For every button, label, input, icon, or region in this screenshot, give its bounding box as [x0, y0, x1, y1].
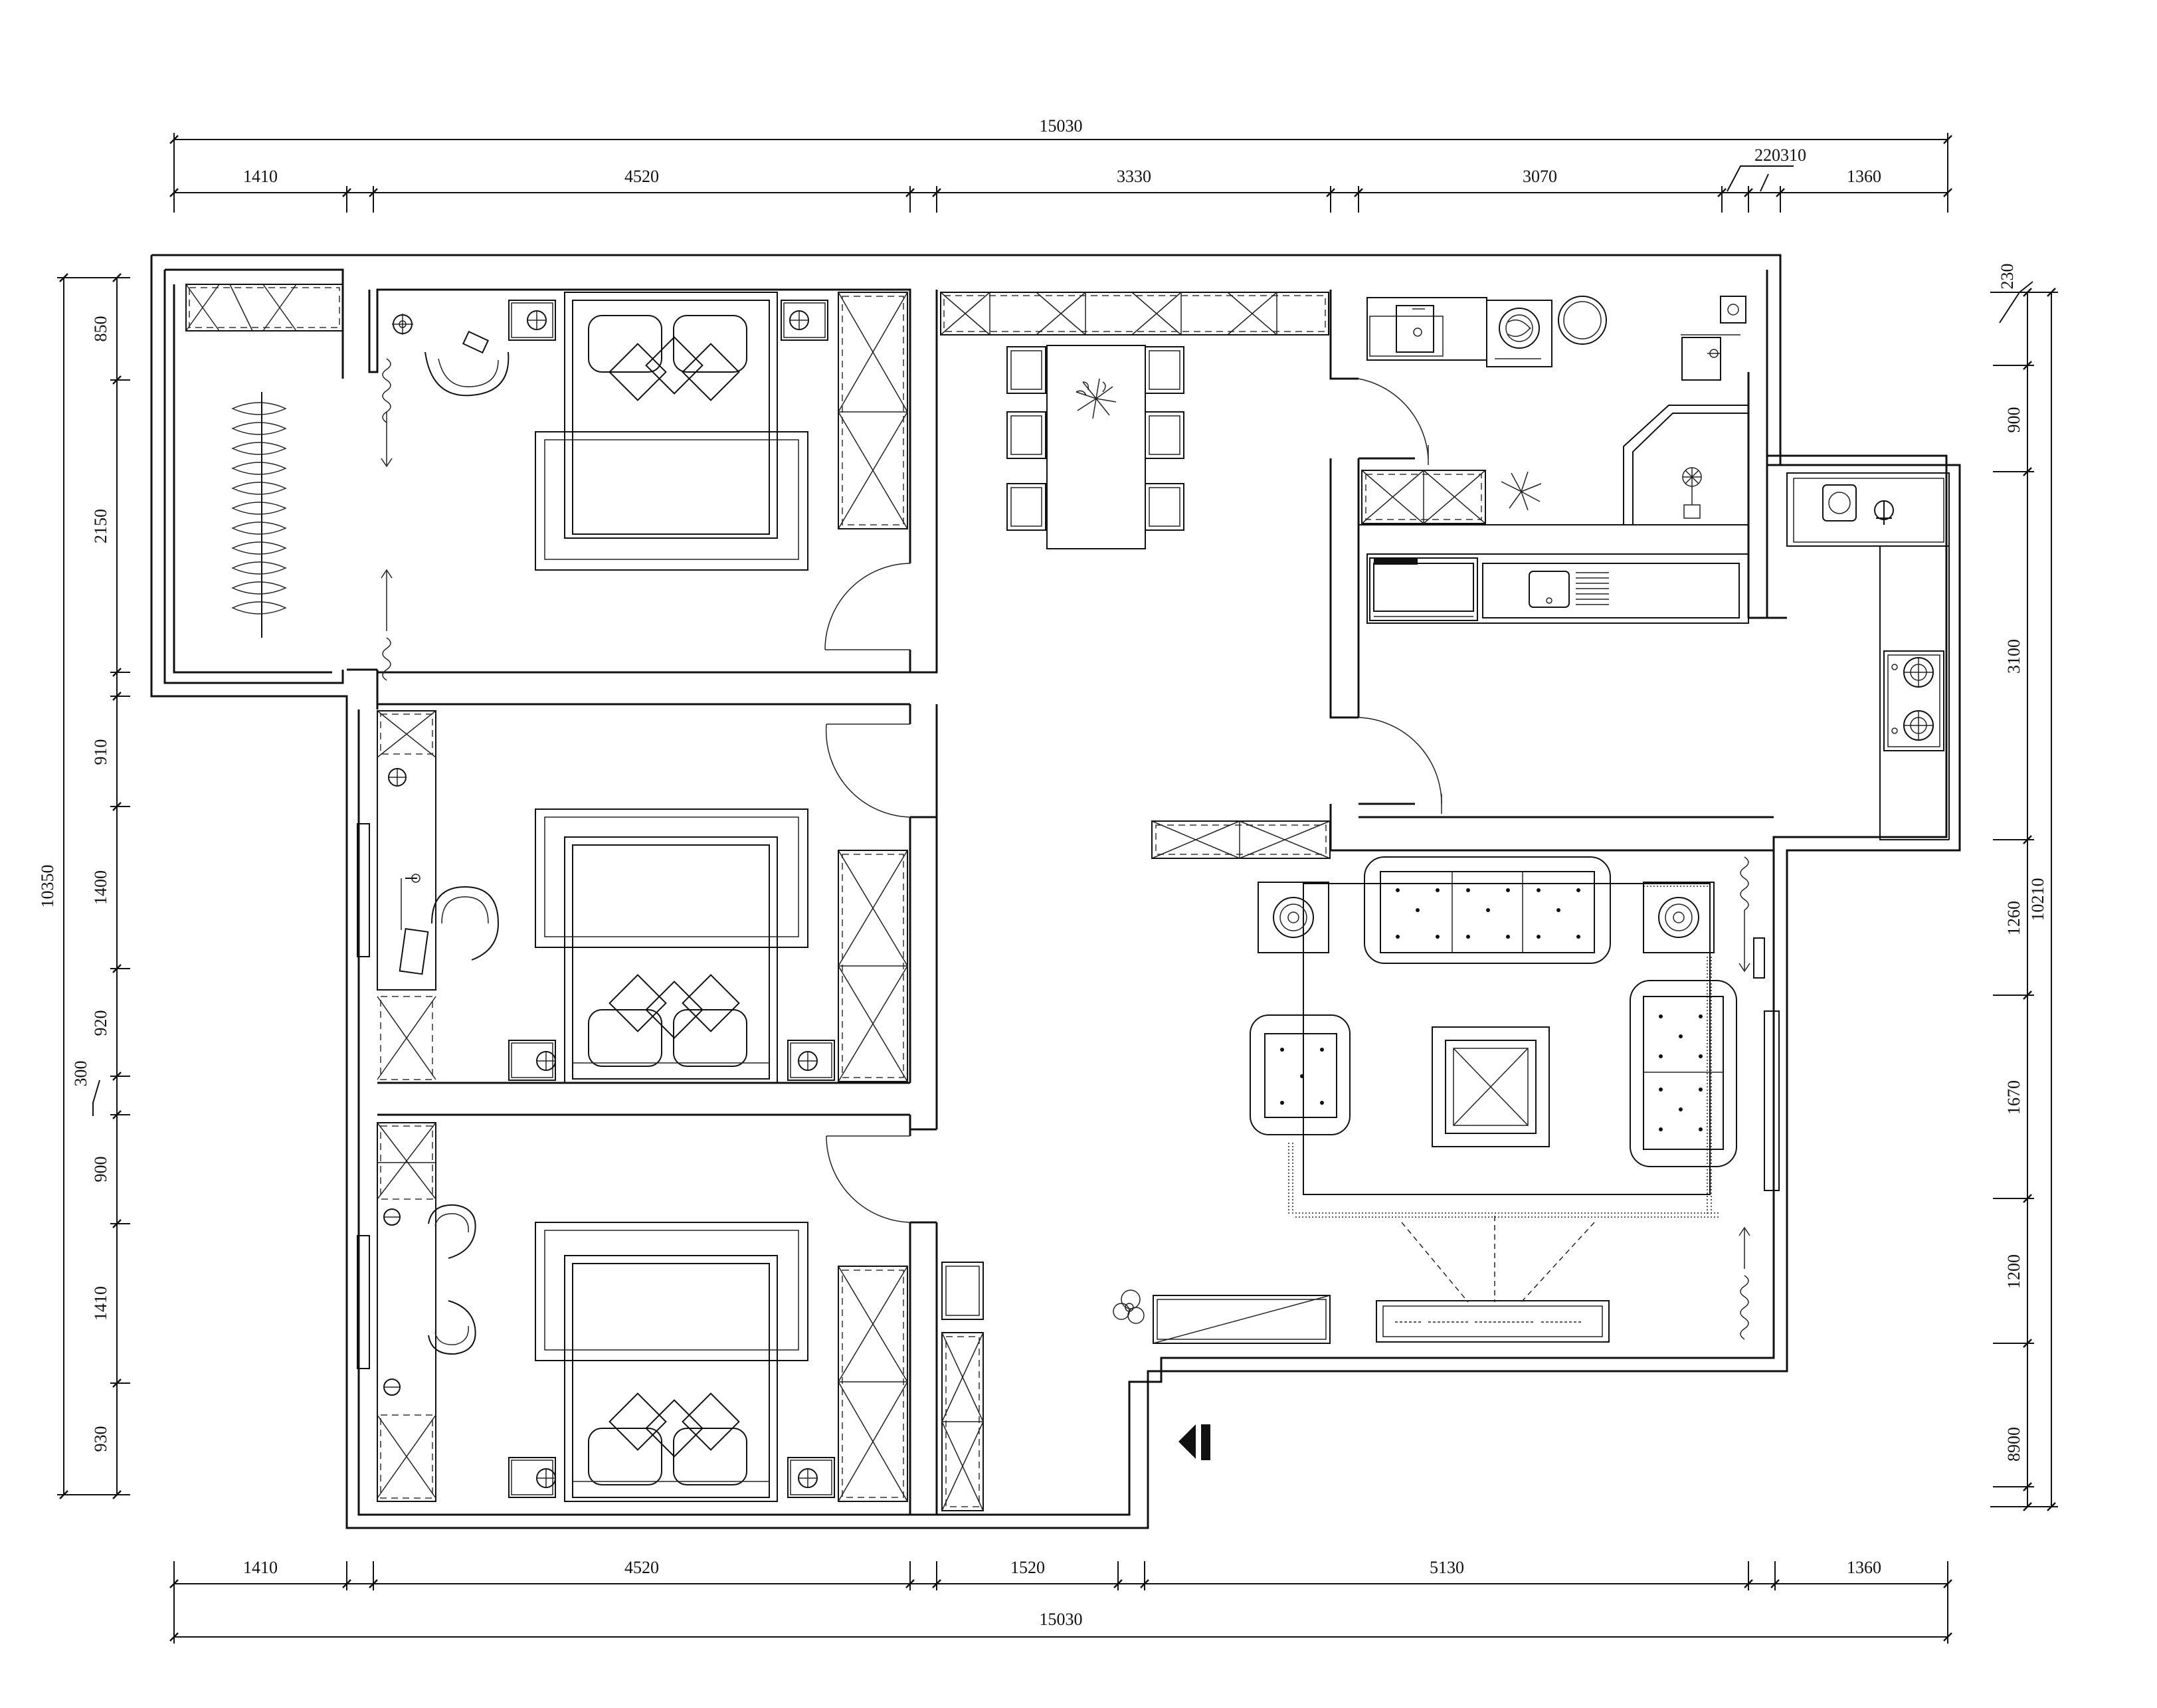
left-dim-8: 1410	[91, 1286, 110, 1321]
desk-chair-icon	[428, 1204, 476, 1259]
desk-lamp-icon	[383, 1378, 401, 1396]
bottom-dim-2: 4520	[624, 1558, 659, 1577]
wardrobe-icon	[838, 1266, 908, 1502]
bedside-lamp-icon	[798, 1468, 818, 1488]
entrance-arrow-icon	[1178, 1424, 1210, 1460]
wardrobe-icon	[838, 850, 908, 1082]
top-dim-1: 1410	[243, 167, 278, 186]
top-dim-3: 3330	[1117, 167, 1151, 186]
right-dim-5: 1670	[2004, 1080, 2023, 1115]
side-table-lamp-icon	[1258, 882, 1329, 953]
oven-icon	[1369, 557, 1478, 621]
right-dim-4: 1260	[2004, 901, 2023, 935]
left-balcony	[185, 284, 393, 681]
right-dim-7: 8900	[2004, 1427, 2023, 1462]
armchair-icon	[1250, 1014, 1351, 1135]
double-bed-icon	[535, 808, 808, 1084]
top-dim-2: 4520	[624, 167, 659, 186]
third-bedroom	[357, 1122, 911, 1502]
desk-chair-icon	[431, 886, 500, 961]
side-table-lamp-icon	[1643, 882, 1715, 953]
toilet-icon	[1681, 334, 1740, 381]
plant-icon	[1682, 467, 1702, 519]
exterior-walls	[150, 254, 1961, 1529]
three-seat-sofa-icon	[1364, 856, 1611, 964]
sliding-curtain-icon	[381, 358, 393, 681]
bottom-dim-1: 1410	[243, 1558, 278, 1577]
top-total-dimension: 15030	[1040, 116, 1083, 136]
door-swing-icon	[826, 1135, 911, 1223]
bedside-lamp-icon	[798, 1051, 818, 1071]
desk-lamp-icon	[388, 768, 407, 787]
two-seat-sofa-icon	[1630, 980, 1737, 1167]
left-dim-6: 300	[71, 1061, 90, 1087]
right-dim-6: 1200	[2004, 1254, 2023, 1289]
top-dim-4: 3070	[1523, 167, 1557, 186]
right-total-dimension: 10210	[2028, 878, 2047, 921]
washing-machine-icon	[1486, 300, 1552, 367]
sliding-curtain-icon	[1738, 856, 1750, 1340]
bedside-lamp-icon	[789, 310, 809, 330]
living-room	[1113, 820, 1780, 1344]
left-dim-2: 2150	[91, 509, 110, 543]
bottom-dim-5: 1360	[1847, 1558, 1881, 1577]
gas-stove-icon	[1883, 650, 1944, 751]
bedside-lamp-icon	[536, 1051, 556, 1071]
left-dim-7: 900	[91, 1157, 110, 1183]
coffee-table-icon	[1432, 1026, 1550, 1147]
bedside-lamp-icon	[527, 310, 547, 330]
bottom-dimension-lines: 1410 4520 1520 5130 1360 15030	[169, 1558, 1952, 1644]
plant-icon	[1501, 471, 1542, 511]
entry-area	[941, 1262, 1210, 1511]
bedside-lamp-icon	[536, 1468, 556, 1488]
kitchen-area	[1358, 296, 1749, 814]
bottom-dim-3: 1520	[1010, 1558, 1045, 1577]
right-dim-3: 3100	[2004, 639, 2023, 674]
bottom-dim-4: 5130	[1430, 1558, 1464, 1577]
kitchen-sink-icon	[1529, 571, 1609, 608]
door-swing-icon	[1358, 378, 1442, 814]
master-bedroom	[392, 292, 911, 650]
left-dim-9: 930	[91, 1426, 110, 1452]
bottom-total-dimension: 15030	[1040, 1610, 1083, 1629]
double-bed-icon	[535, 292, 808, 571]
right-dim-2: 900	[2004, 407, 2023, 433]
second-bedroom	[357, 710, 911, 1084]
top-dim-small: 220310	[1754, 145, 1806, 165]
right-dim-1: 230	[1998, 264, 2017, 290]
desk-lamp-icon	[392, 314, 413, 335]
left-total-dimension: 10350	[38, 865, 57, 908]
interior-walls	[347, 288, 1787, 1515]
top-dimension-lines: 15030 1410 4520 3330 3070 1360 220310	[169, 116, 1952, 213]
top-dim-5: 1360	[1847, 167, 1881, 186]
armchair-icon	[424, 330, 510, 397]
plant-icon	[1113, 1289, 1145, 1324]
left-dim-5: 920	[91, 1010, 110, 1036]
left-dim-3: 910	[91, 739, 110, 765]
left-dim-1: 850	[91, 316, 110, 342]
gas-valve-icon	[1874, 500, 1894, 525]
dining-table-icon	[1006, 345, 1184, 549]
right-balcony	[1786, 472, 1950, 840]
double-bed-icon	[535, 1222, 808, 1502]
wardrobe-icon	[838, 292, 908, 529]
desk-lamp-icon	[383, 1208, 401, 1226]
sideboard-icon	[1153, 1295, 1331, 1344]
door-swing-icon	[825, 723, 911, 818]
right-dimension-lines: 10210 230 900 3100 1260 1670 1200 8900	[1990, 264, 2058, 1511]
water-heater-icon	[1822, 484, 1857, 522]
left-dim-4: 1400	[91, 870, 110, 905]
dining-area	[940, 292, 1329, 549]
plant-icon	[1076, 378, 1117, 419]
left-dimension-lines: 10350 850 2150 910 1400 920 300 900 1410…	[38, 273, 130, 1499]
laptop-icon	[399, 874, 429, 975]
clothes-drying-rack-icon	[231, 392, 287, 638]
desk-chair-icon	[428, 1300, 476, 1355]
tv-cabinet-icon	[1376, 1216, 1610, 1343]
round-sink-icon	[1558, 296, 1607, 345]
door-swing-icon	[824, 563, 911, 650]
